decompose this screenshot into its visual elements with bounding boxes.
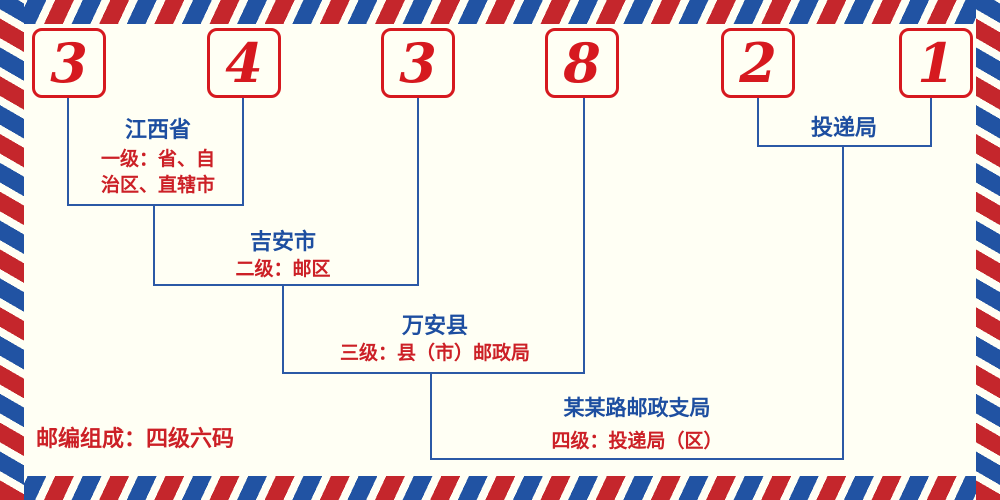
connector-level3-bottom <box>282 372 585 374</box>
level4-desc: 四级：投递局（区） <box>551 430 723 452</box>
digit-box-6: 1 <box>899 28 973 98</box>
digit-box-4: 8 <box>545 28 619 98</box>
connector-level2-right <box>417 98 419 286</box>
airmail-border-left <box>0 0 24 500</box>
digit-5: 2 <box>739 31 777 95</box>
airmail-border-top <box>0 0 1000 24</box>
connector-level4-top-bottom <box>757 145 932 147</box>
connector-level1-left <box>67 98 69 206</box>
connector-level4-left <box>430 372 432 460</box>
digit-box-3: 3 <box>381 28 455 98</box>
digit-3: 3 <box>399 31 437 95</box>
level2-desc: 二级：邮区 <box>235 258 331 280</box>
level3-region-label: 万安县 <box>401 314 468 339</box>
connector-level1-right <box>242 98 244 206</box>
digit-4: 8 <box>563 31 601 95</box>
level3-desc: 三级：县（市）邮政局 <box>339 342 530 364</box>
connector-level4-bottom <box>430 458 844 460</box>
connector-level3-right <box>583 98 585 374</box>
level4-branch-label: 某某路邮政支局 <box>563 396 711 420</box>
connector-level2-left <box>153 204 155 286</box>
digit-box-1: 3 <box>32 28 106 98</box>
airmail-border-bottom <box>0 476 1000 500</box>
level1-desc-line1: 一级：省、自 <box>100 148 215 170</box>
airmail-border-right <box>976 0 1000 500</box>
level1-desc-line2: 治区、直辖市 <box>100 174 215 196</box>
digit-1: 3 <box>50 31 88 95</box>
connector-level4-top-right <box>930 98 932 147</box>
digit-box-5: 2 <box>721 28 795 98</box>
level1-region-label: 江西省 <box>124 118 191 143</box>
connector-level3-left <box>282 284 284 374</box>
connector-level1-bottom <box>67 204 244 206</box>
connector-level4-stem <box>842 145 844 460</box>
digit-2: 4 <box>225 31 263 95</box>
digit-6: 1 <box>917 31 955 95</box>
connector-level4-top-left <box>757 98 759 147</box>
digit-box-2: 4 <box>207 28 281 98</box>
connector-level2-bottom <box>153 284 419 286</box>
composition-note: 邮编组成：四级六码 <box>36 427 235 452</box>
level2-region-label: 吉安市 <box>249 230 316 255</box>
level4-region-label: 投递局 <box>810 116 877 141</box>
